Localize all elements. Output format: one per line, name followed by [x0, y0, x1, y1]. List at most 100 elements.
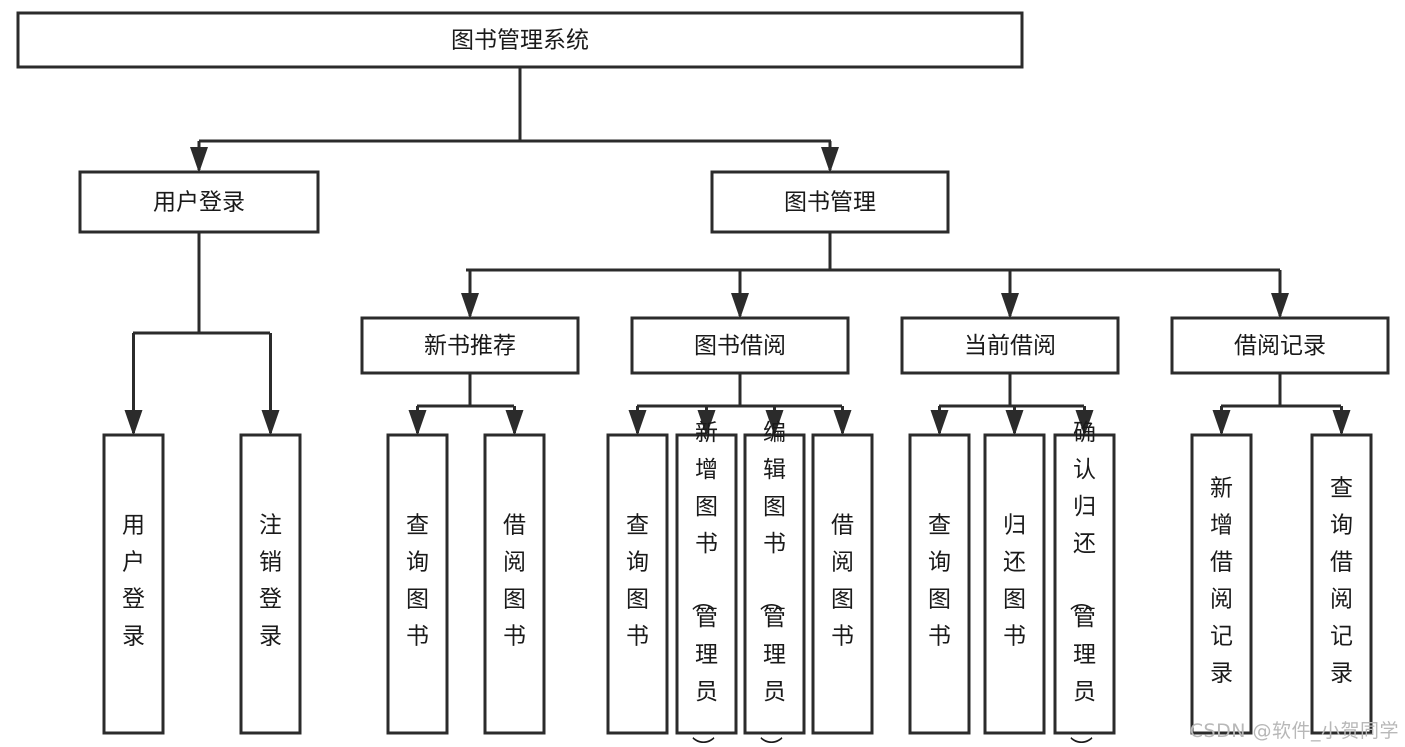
- node-borrow-record[interactable]: 借阅记录: [1170, 316, 1390, 375]
- connector-drop: [505, 406, 524, 436]
- node-box[interactable]: [1053, 433, 1116, 735]
- arrow-head: [930, 410, 949, 436]
- node-box[interactable]: [675, 433, 738, 735]
- arrow-head: [731, 293, 749, 319]
- node-leaf-query-book-2[interactable]: 查询图书: [606, 433, 669, 735]
- node-label: 用户登录: [153, 190, 245, 216]
- node-label: 归还图书: [1003, 513, 1026, 650]
- connector-drop: [833, 406, 852, 436]
- node-leaf-query-record[interactable]: 查询借阅记录: [1310, 433, 1373, 735]
- node-leaf-user-login[interactable]: 用户登录: [102, 433, 165, 735]
- arrow-head: [408, 410, 427, 436]
- arrow-head: [765, 410, 784, 436]
- connector-login-bus: [133, 232, 270, 335]
- connector-drop: [930, 406, 949, 436]
- node-book-borrow[interactable]: 图书借阅: [630, 316, 850, 375]
- node-label: 确认归还（管理员）: [1067, 420, 1096, 747]
- node-root[interactable]: 图书管理系统: [16, 11, 1024, 69]
- node-label: 查询图书: [928, 513, 951, 650]
- node-label: 查询借阅记录: [1330, 476, 1353, 687]
- arrow-head: [821, 147, 839, 173]
- arrow-head: [833, 410, 852, 436]
- node-leaf-user-logout[interactable]: 注销登录: [239, 433, 302, 735]
- connector-root-bus: [199, 67, 831, 143]
- node-box[interactable]: [78, 170, 320, 234]
- node-box[interactable]: [710, 170, 950, 234]
- node-leaf-return-book[interactable]: 归还图书: [983, 433, 1046, 735]
- arrow-head: [190, 147, 208, 173]
- node-box[interactable]: [1190, 433, 1253, 735]
- csdn-watermark: CSDN @软件_小贺同学: [1189, 720, 1399, 742]
- node-leaf-edit-book[interactable]: 编辑图书（管理员）: [743, 420, 806, 747]
- connector-borrow-record-bus: [1221, 373, 1341, 408]
- node-label: 图书管理系统: [451, 28, 589, 54]
- connector-drop: [408, 406, 427, 436]
- arrow-head: [461, 293, 479, 319]
- node-box[interactable]: [743, 433, 806, 735]
- connector-drop: [1271, 270, 1289, 319]
- arrow-head: [124, 410, 143, 436]
- node-label: 当前借阅: [964, 333, 1056, 359]
- connector-drop: [697, 406, 716, 436]
- connector-current-borrow-bus: [939, 373, 1084, 408]
- connector-drop: [765, 406, 784, 436]
- connector-drop: [1332, 406, 1351, 436]
- node-leaf-confirm-return[interactable]: 确认归还（管理员）: [1053, 420, 1116, 747]
- node-box[interactable]: [386, 433, 449, 735]
- connector-drop: [821, 141, 839, 173]
- node-label: 查询图书: [626, 513, 649, 650]
- node-box[interactable]: [630, 316, 850, 375]
- connector-drop: [1075, 406, 1094, 436]
- node-label: 借阅图书: [831, 513, 854, 650]
- node-box[interactable]: [1170, 316, 1390, 375]
- node-box[interactable]: [16, 11, 1024, 69]
- node-new-book-rec[interactable]: 新书推荐: [360, 316, 580, 375]
- node-label: 新增借阅记录: [1210, 476, 1233, 687]
- node-leaf-query-book-1[interactable]: 查询图书: [386, 433, 449, 735]
- node-box[interactable]: [983, 433, 1046, 735]
- node-leaf-borrow-book-2[interactable]: 借阅图书: [811, 433, 874, 735]
- node-label: 借阅记录: [1234, 333, 1326, 359]
- node-leaf-add-record[interactable]: 新增借阅记录: [1190, 433, 1253, 735]
- connector-new-book-rec-bus: [417, 373, 514, 408]
- node-box[interactable]: [239, 433, 302, 735]
- node-box[interactable]: [900, 316, 1120, 375]
- node-layer: 图书管理系统用户登录图书管理新书推荐图书借阅当前借阅借阅记录用户登录注销登录查询…: [16, 11, 1390, 747]
- node-leaf-add-book[interactable]: 新增图书（管理员）: [675, 420, 738, 747]
- connector-book-borrow-bus: [637, 373, 842, 408]
- node-box[interactable]: [483, 433, 546, 735]
- connector-drop: [1212, 406, 1231, 436]
- arrow-head: [1271, 293, 1289, 319]
- node-label: 借阅图书: [503, 513, 526, 650]
- connector-book-mgmt-bus: [466, 232, 1280, 272]
- node-box[interactable]: [811, 433, 874, 735]
- node-label: 新书推荐: [424, 333, 516, 359]
- connector-drop: [461, 270, 479, 319]
- node-current-borrow[interactable]: 当前借阅: [900, 316, 1120, 375]
- connector-drop: [628, 406, 647, 436]
- connector-layer: [124, 67, 1351, 436]
- arrow-head: [1212, 410, 1231, 436]
- connector-drop: [124, 333, 143, 436]
- node-leaf-query-book-3[interactable]: 查询图书: [908, 433, 971, 735]
- node-label: 新增图书（管理员）: [689, 420, 718, 747]
- arrow-head: [1005, 410, 1024, 436]
- connector-drop: [1001, 270, 1019, 319]
- node-login[interactable]: 用户登录: [78, 170, 320, 234]
- node-leaf-borrow-book-1[interactable]: 借阅图书: [483, 433, 546, 735]
- node-box[interactable]: [102, 433, 165, 735]
- connector-drop: [731, 270, 749, 319]
- node-box[interactable]: [908, 433, 971, 735]
- node-box[interactable]: [1310, 433, 1373, 735]
- node-box[interactable]: [360, 316, 580, 375]
- node-label: 注销登录: [259, 513, 282, 650]
- node-label: 用户登录: [122, 513, 145, 650]
- connector-drop: [190, 141, 208, 173]
- node-label: 查询图书: [406, 513, 429, 650]
- node-box[interactable]: [606, 433, 669, 735]
- arrow-head: [261, 410, 280, 436]
- arrow-head: [505, 410, 524, 436]
- node-label: 编辑图书（管理员）: [757, 420, 786, 747]
- node-book-mgmt[interactable]: 图书管理: [710, 170, 950, 234]
